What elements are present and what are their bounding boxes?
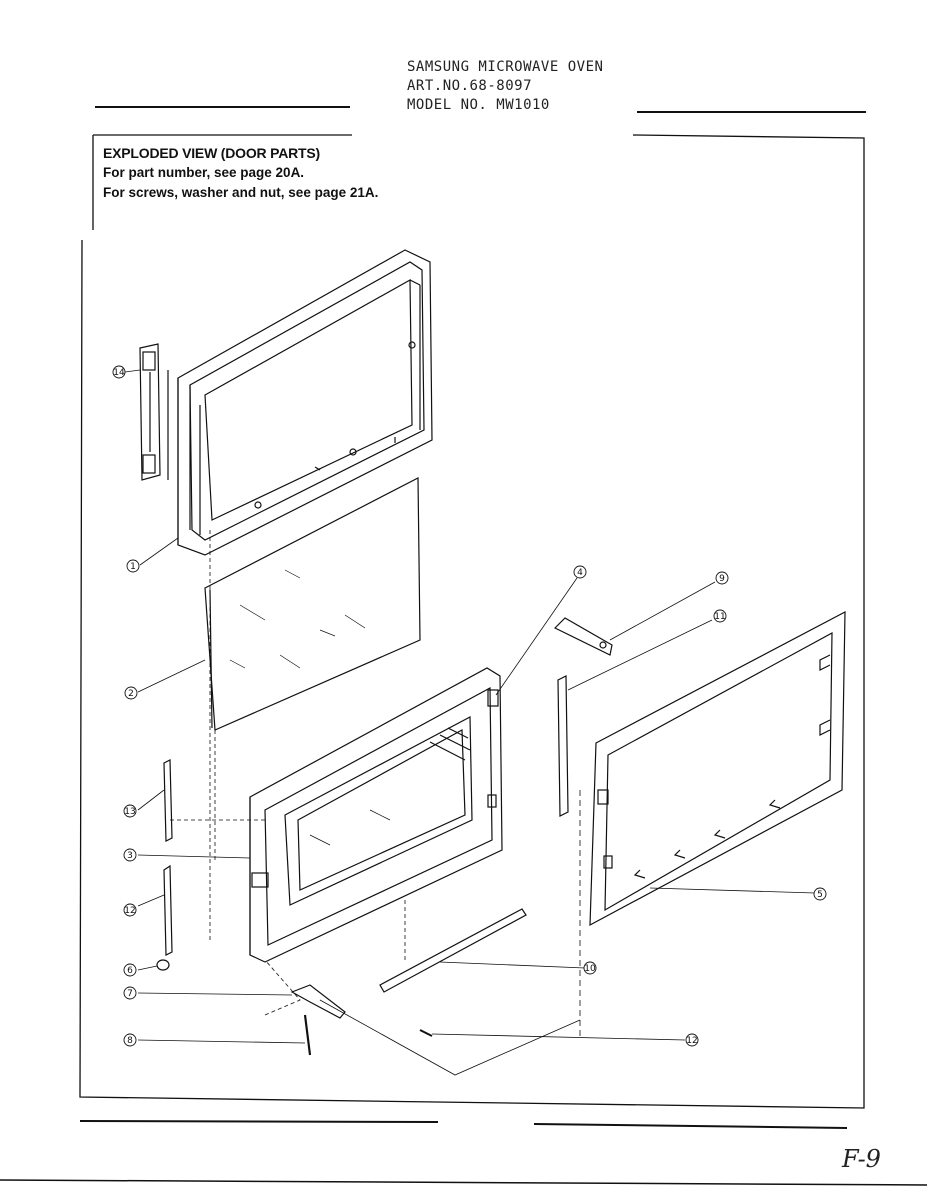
part-strips — [163, 759, 173, 956]
callout-labels: 14 1 2 13 3 12 6 7 8 4 9 11 5 10 12 — [113, 368, 823, 1046]
note-screws: For screws, washer and nut, see page 21A… — [103, 185, 379, 200]
note-part-number: For part number, see page 20A. — [103, 165, 305, 180]
part-choke-cover — [589, 610, 846, 927]
callout-3 — [123, 848, 137, 862]
bottom-rule-left — [79, 1120, 439, 1123]
callout-9 — [715, 571, 729, 585]
document-header: SAMSUNG MICROWAVE OVEN ART.NO.68-8097 MO… — [407, 58, 603, 115]
callout-label: 8 — [127, 1036, 133, 1046]
page-bottom-rule — [0, 1179, 927, 1186]
part-small-hardware — [156, 959, 433, 1056]
part-inner-door — [249, 667, 503, 963]
frame-border — [79, 134, 865, 1109]
callout-12 — [123, 903, 137, 917]
part-7 — [290, 984, 346, 1019]
callout-8 — [123, 1033, 137, 1047]
callout-7 — [123, 986, 137, 1000]
callout-label: 3 — [127, 851, 133, 861]
callout-label: 10 — [584, 964, 596, 974]
callout-label: 2 — [128, 689, 134, 699]
callout-11 — [713, 609, 727, 623]
callout-13 — [123, 804, 137, 818]
part-bottom-bar — [379, 908, 527, 993]
callout-5 — [813, 887, 827, 901]
part-8 — [303, 1014, 312, 1056]
callout-label: 6 — [127, 966, 133, 976]
callout-1 — [126, 559, 140, 573]
part-side-strip — [557, 675, 569, 817]
callout-label: 11 — [714, 612, 725, 622]
callout-circles — [112, 365, 827, 1047]
part-door-frame — [177, 249, 433, 556]
bottom-rule-right — [533, 1123, 848, 1129]
leader-lines — [124, 369, 816, 1076]
callout-label: 12 — [124, 906, 135, 916]
diagram-notes: EXPLODED VIEW (DOOR PARTS) For part numb… — [103, 143, 378, 203]
callout-label: 5 — [817, 890, 823, 900]
callout-label: 9 — [719, 574, 725, 584]
callout-label: 7 — [127, 989, 133, 999]
callout-6 — [123, 963, 137, 977]
part-6 — [156, 959, 170, 971]
strip-13 — [163, 759, 173, 842]
callout-label: 12 — [686, 1036, 697, 1046]
part-screw — [419, 1029, 433, 1037]
callout-label: 1 — [130, 562, 136, 572]
callout-10 — [583, 961, 597, 975]
callout-label: 4 — [577, 568, 583, 578]
header-line-title: SAMSUNG MICROWAVE OVEN — [407, 59, 604, 75]
callout-14 — [112, 365, 126, 379]
header-line-model-no: MODEL NO. MW1010 — [407, 97, 550, 113]
header-line-art-no: ART.NO.68-8097 — [407, 78, 533, 94]
part-latch — [139, 343, 169, 481]
callout-2 — [124, 686, 138, 700]
callout-label: 14 — [113, 368, 125, 378]
strip-12 — [163, 864, 173, 956]
callout-label: 13 — [124, 807, 135, 817]
callout-4 — [573, 565, 587, 579]
part-hinge-bracket — [553, 617, 613, 656]
part-glass-panel — [204, 477, 421, 731]
diagram-title: EXPLODED VIEW (DOOR PARTS) — [103, 145, 320, 161]
page-code: F-9 — [842, 1145, 881, 1173]
callout-12b — [685, 1033, 699, 1047]
